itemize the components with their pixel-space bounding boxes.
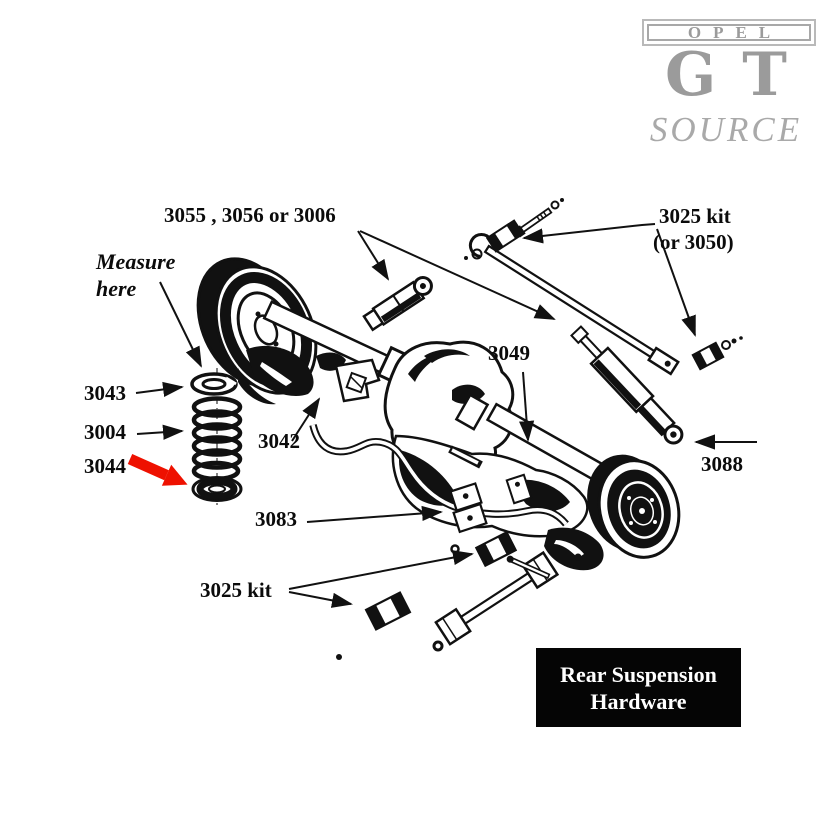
arrow-3004 xyxy=(136,424,184,440)
part-label-3083: 3083 xyxy=(255,507,297,531)
arrow-3042 xyxy=(291,397,321,442)
arrow-measure-here xyxy=(159,281,202,368)
part-label-kit-bottom: 3025 kit xyxy=(200,578,272,602)
trailing-arm-hardware xyxy=(336,530,560,660)
left-shock-absorber xyxy=(362,276,433,332)
sway-bar xyxy=(309,423,569,534)
arrow-3043 xyxy=(135,381,184,397)
arrow-kit-bottom-lower xyxy=(288,591,353,608)
right-shock-absorber xyxy=(570,325,684,445)
coil-spring-stack xyxy=(190,368,243,505)
arrow-kit-top-left xyxy=(522,223,656,244)
arrow-kit-top-right xyxy=(656,228,696,337)
source-logo-text: SOURCE xyxy=(649,110,803,149)
diagram-title-line1: Rear Suspension xyxy=(560,661,717,687)
opel-logo-badge: OPEL xyxy=(642,19,816,46)
measure-here-line1: Measure xyxy=(96,249,176,274)
part-label-kit-top: 3025 kit (or 3050) xyxy=(653,203,734,255)
panhard-rod xyxy=(468,198,743,376)
opel-logo-inner-border: OPEL xyxy=(647,24,811,41)
opel-logo-text: OPEL xyxy=(687,23,783,42)
measure-here-note: Measure here xyxy=(96,248,175,302)
arrow-shocks-right xyxy=(359,230,556,320)
part-label-3042: 3042 xyxy=(258,429,300,453)
right-brake-drum xyxy=(587,454,681,559)
part-label-3004: 3004 xyxy=(84,420,126,444)
part-label-shocks: 3055 , 3056 or 3006 xyxy=(164,203,336,227)
measure-here-line2: here xyxy=(96,276,137,301)
part-label-3044: 3044 xyxy=(84,454,126,478)
part-label-kit-top-line1: 3025 kit xyxy=(659,204,731,228)
diagram-title-line2: Hardware xyxy=(590,688,687,714)
arrow-shocks-left xyxy=(357,230,390,281)
gt-logo-text: GT xyxy=(665,40,813,110)
part-label-3049: 3049 xyxy=(488,341,530,365)
arrow-kit-bottom-upper xyxy=(288,550,474,590)
arrow-3049 xyxy=(519,371,535,442)
washer-dot xyxy=(464,256,468,260)
left-backing-plate xyxy=(238,345,346,405)
red-highlight-arrow-3044 xyxy=(127,453,188,486)
part-label-kit-top-line2: (or 3050) xyxy=(653,230,734,254)
arrow-3083 xyxy=(306,505,443,523)
part-label-3043: 3043 xyxy=(84,381,126,405)
part-label-3088: 3088 xyxy=(701,452,743,476)
diagram-title-box: Rear Suspension Hardware xyxy=(536,648,741,727)
annotation-arrows xyxy=(135,223,757,608)
